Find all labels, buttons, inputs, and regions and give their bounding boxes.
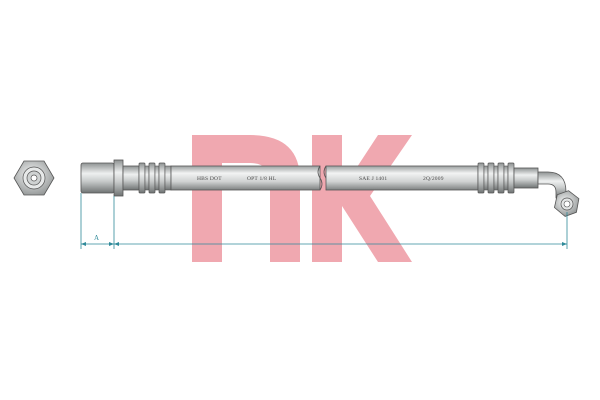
hose-marking-3: SAE J 1401 (359, 176, 387, 182)
hose-segment-right (325, 165, 479, 191)
tube-nut (553, 190, 580, 217)
dimension-lines (80, 193, 568, 249)
right-fitting (477, 162, 580, 217)
hose-marking-2: OPT 1/8 HL (247, 176, 277, 182)
hose-marking-4: 2Q/2009 (423, 176, 444, 182)
fitting-end-view (13, 160, 55, 196)
dimension-label: A (94, 234, 99, 242)
left-fitting (80, 159, 172, 197)
hose-marking-1: HBS DOT (197, 176, 222, 182)
right-crimp-rings (477, 162, 515, 194)
nk-logo (192, 135, 412, 262)
bent-tube (537, 171, 567, 199)
hose-segment-left (170, 165, 321, 191)
left-crimp-rings (138, 162, 172, 194)
